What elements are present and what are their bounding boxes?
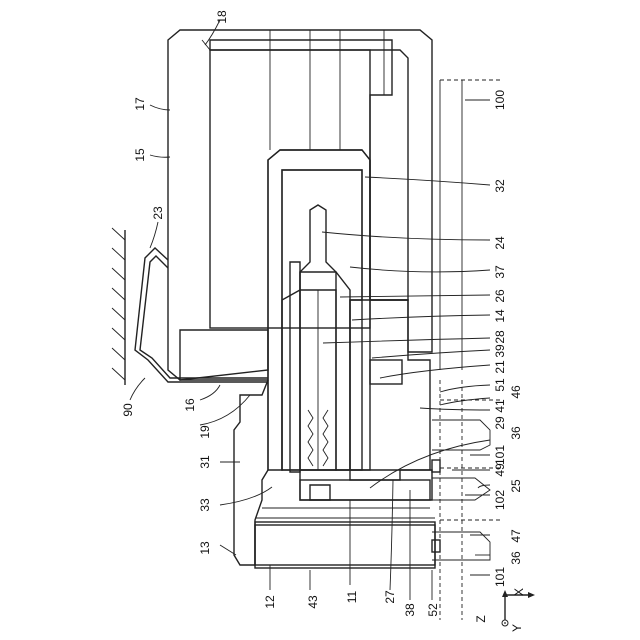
label-24: 24 xyxy=(494,236,506,249)
label-27: 27 xyxy=(384,590,396,603)
label-32: 32 xyxy=(494,179,506,192)
label-51: 51 xyxy=(494,378,506,391)
label-52: 52 xyxy=(427,603,439,616)
label-13: 13 xyxy=(199,541,211,554)
label-25: 25 xyxy=(510,479,522,492)
label-16: 16 xyxy=(184,398,196,411)
label-37: 37 xyxy=(494,265,506,278)
wall-90 xyxy=(112,228,125,385)
label-38: 38 xyxy=(404,603,416,616)
axis-label-z: Z xyxy=(475,615,487,622)
label-29: 29 xyxy=(494,416,506,429)
label-46: 46 xyxy=(510,385,522,398)
label-100: 100 xyxy=(494,90,506,110)
label-43: 43 xyxy=(307,595,319,608)
label-31: 31 xyxy=(199,455,211,468)
label-18: 18 xyxy=(216,10,228,23)
label-26: 26 xyxy=(494,289,506,302)
board-100 xyxy=(440,80,500,370)
label-17: 17 xyxy=(134,97,146,110)
insulator-block xyxy=(300,300,432,500)
label-36-bottom: 36 xyxy=(510,551,522,564)
label-14: 14 xyxy=(494,309,506,322)
label-102: 102 xyxy=(494,490,506,510)
label-12: 12 xyxy=(264,595,276,608)
label-11: 11 xyxy=(346,591,358,603)
label-101-top: 101 xyxy=(494,445,506,465)
clip-23 xyxy=(135,248,268,382)
label-41: 41 xyxy=(494,399,506,412)
terminals xyxy=(432,380,500,620)
label-49: 49 xyxy=(494,463,506,476)
inner-contact xyxy=(290,205,350,472)
label-39: 39 xyxy=(494,344,506,357)
cover-43 xyxy=(255,508,435,568)
axis-label-y: Y xyxy=(511,624,523,632)
label-101-bottom: 101 xyxy=(494,567,506,587)
contact-housing-32 xyxy=(268,150,370,470)
label-15: 15 xyxy=(134,148,146,161)
label-21: 21 xyxy=(494,360,506,373)
label-23: 23 xyxy=(152,206,164,219)
label-28: 28 xyxy=(494,330,506,343)
label-90: 90 xyxy=(122,403,134,416)
label-47: 47 xyxy=(510,529,522,542)
label-33: 33 xyxy=(199,498,211,511)
axis-label-x: X xyxy=(513,588,525,596)
label-36-top: 36 xyxy=(510,426,522,439)
label-19: 19 xyxy=(199,425,211,438)
